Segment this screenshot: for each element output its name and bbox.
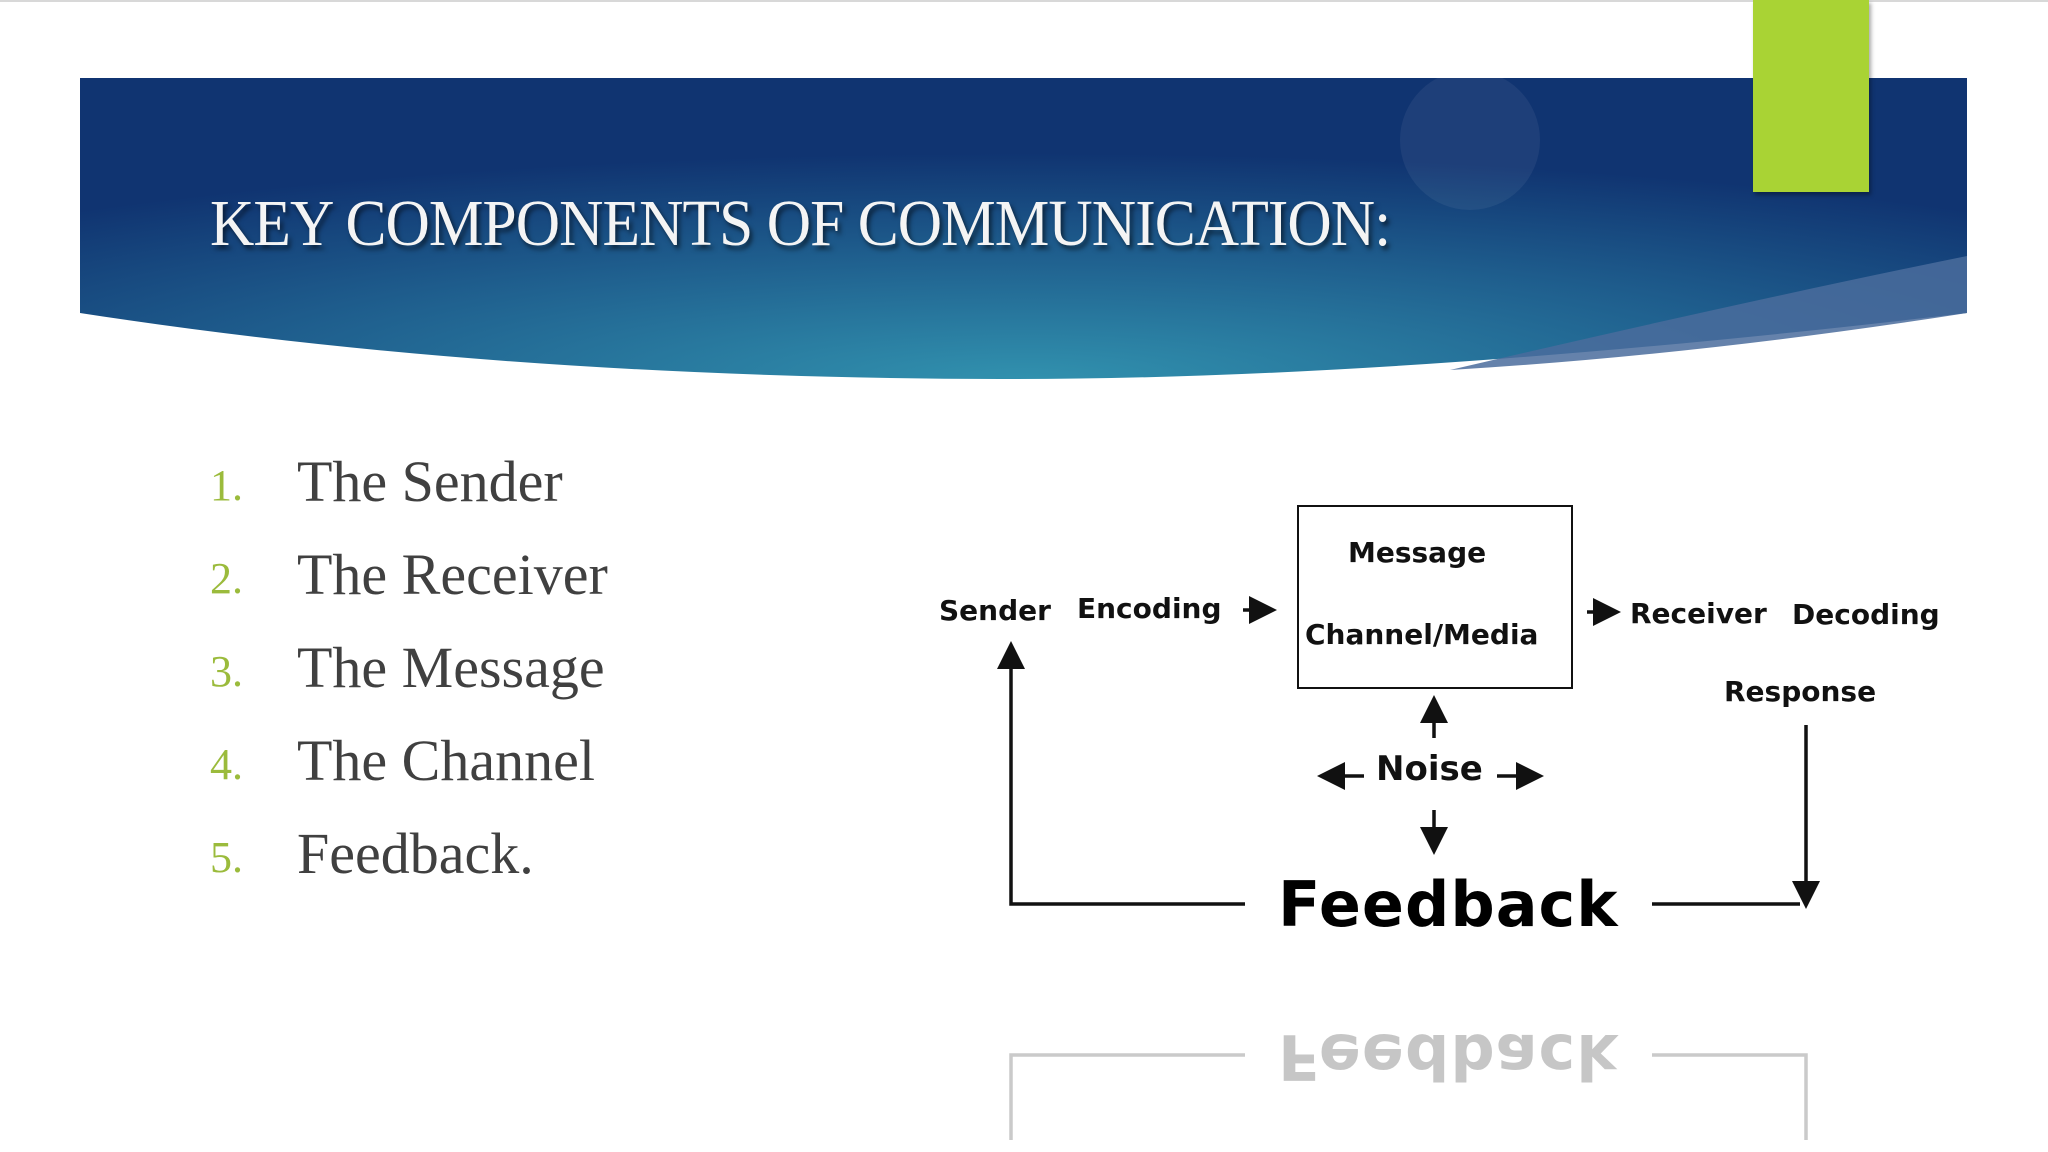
list-item: The Message	[297, 635, 605, 700]
decoding-label: Decoding	[1792, 598, 1940, 631]
list-item: The Receiver	[297, 542, 608, 607]
list-number: 3.	[210, 647, 243, 696]
noise-label: Noise	[1376, 749, 1483, 789]
sender-label: Sender	[939, 594, 1051, 627]
slide-title: KEY COMPONENTS OF COMMUNICATION:	[210, 187, 1391, 260]
top-border	[0, 0, 2048, 2]
list-item: The Sender	[297, 449, 563, 514]
receiver-label: Receiver	[1630, 597, 1767, 630]
channel-label: Channel/Media	[1305, 618, 1539, 651]
message-box	[1297, 505, 1573, 689]
list-item: The Channel	[297, 728, 595, 793]
encoding-label: Encoding	[1077, 592, 1222, 625]
feedback-to-sender-arrow	[997, 641, 1245, 906]
response-label: Response	[1724, 675, 1877, 708]
diagram-reflection: Feedback	[930, 960, 1960, 1140]
list-number: 4.	[210, 740, 243, 789]
title-banner	[80, 70, 1967, 380]
list-number: 5.	[210, 833, 243, 882]
feedback-reflection: Feedback	[1278, 1020, 1619, 1093]
message-label: Message	[1348, 536, 1487, 569]
list-number: 2.	[210, 554, 243, 603]
accent-bar	[1753, 0, 1869, 192]
feedback-label: Feedback	[1278, 868, 1619, 941]
list-item: Feedback.	[297, 821, 534, 886]
list-number: 1.	[210, 461, 243, 510]
